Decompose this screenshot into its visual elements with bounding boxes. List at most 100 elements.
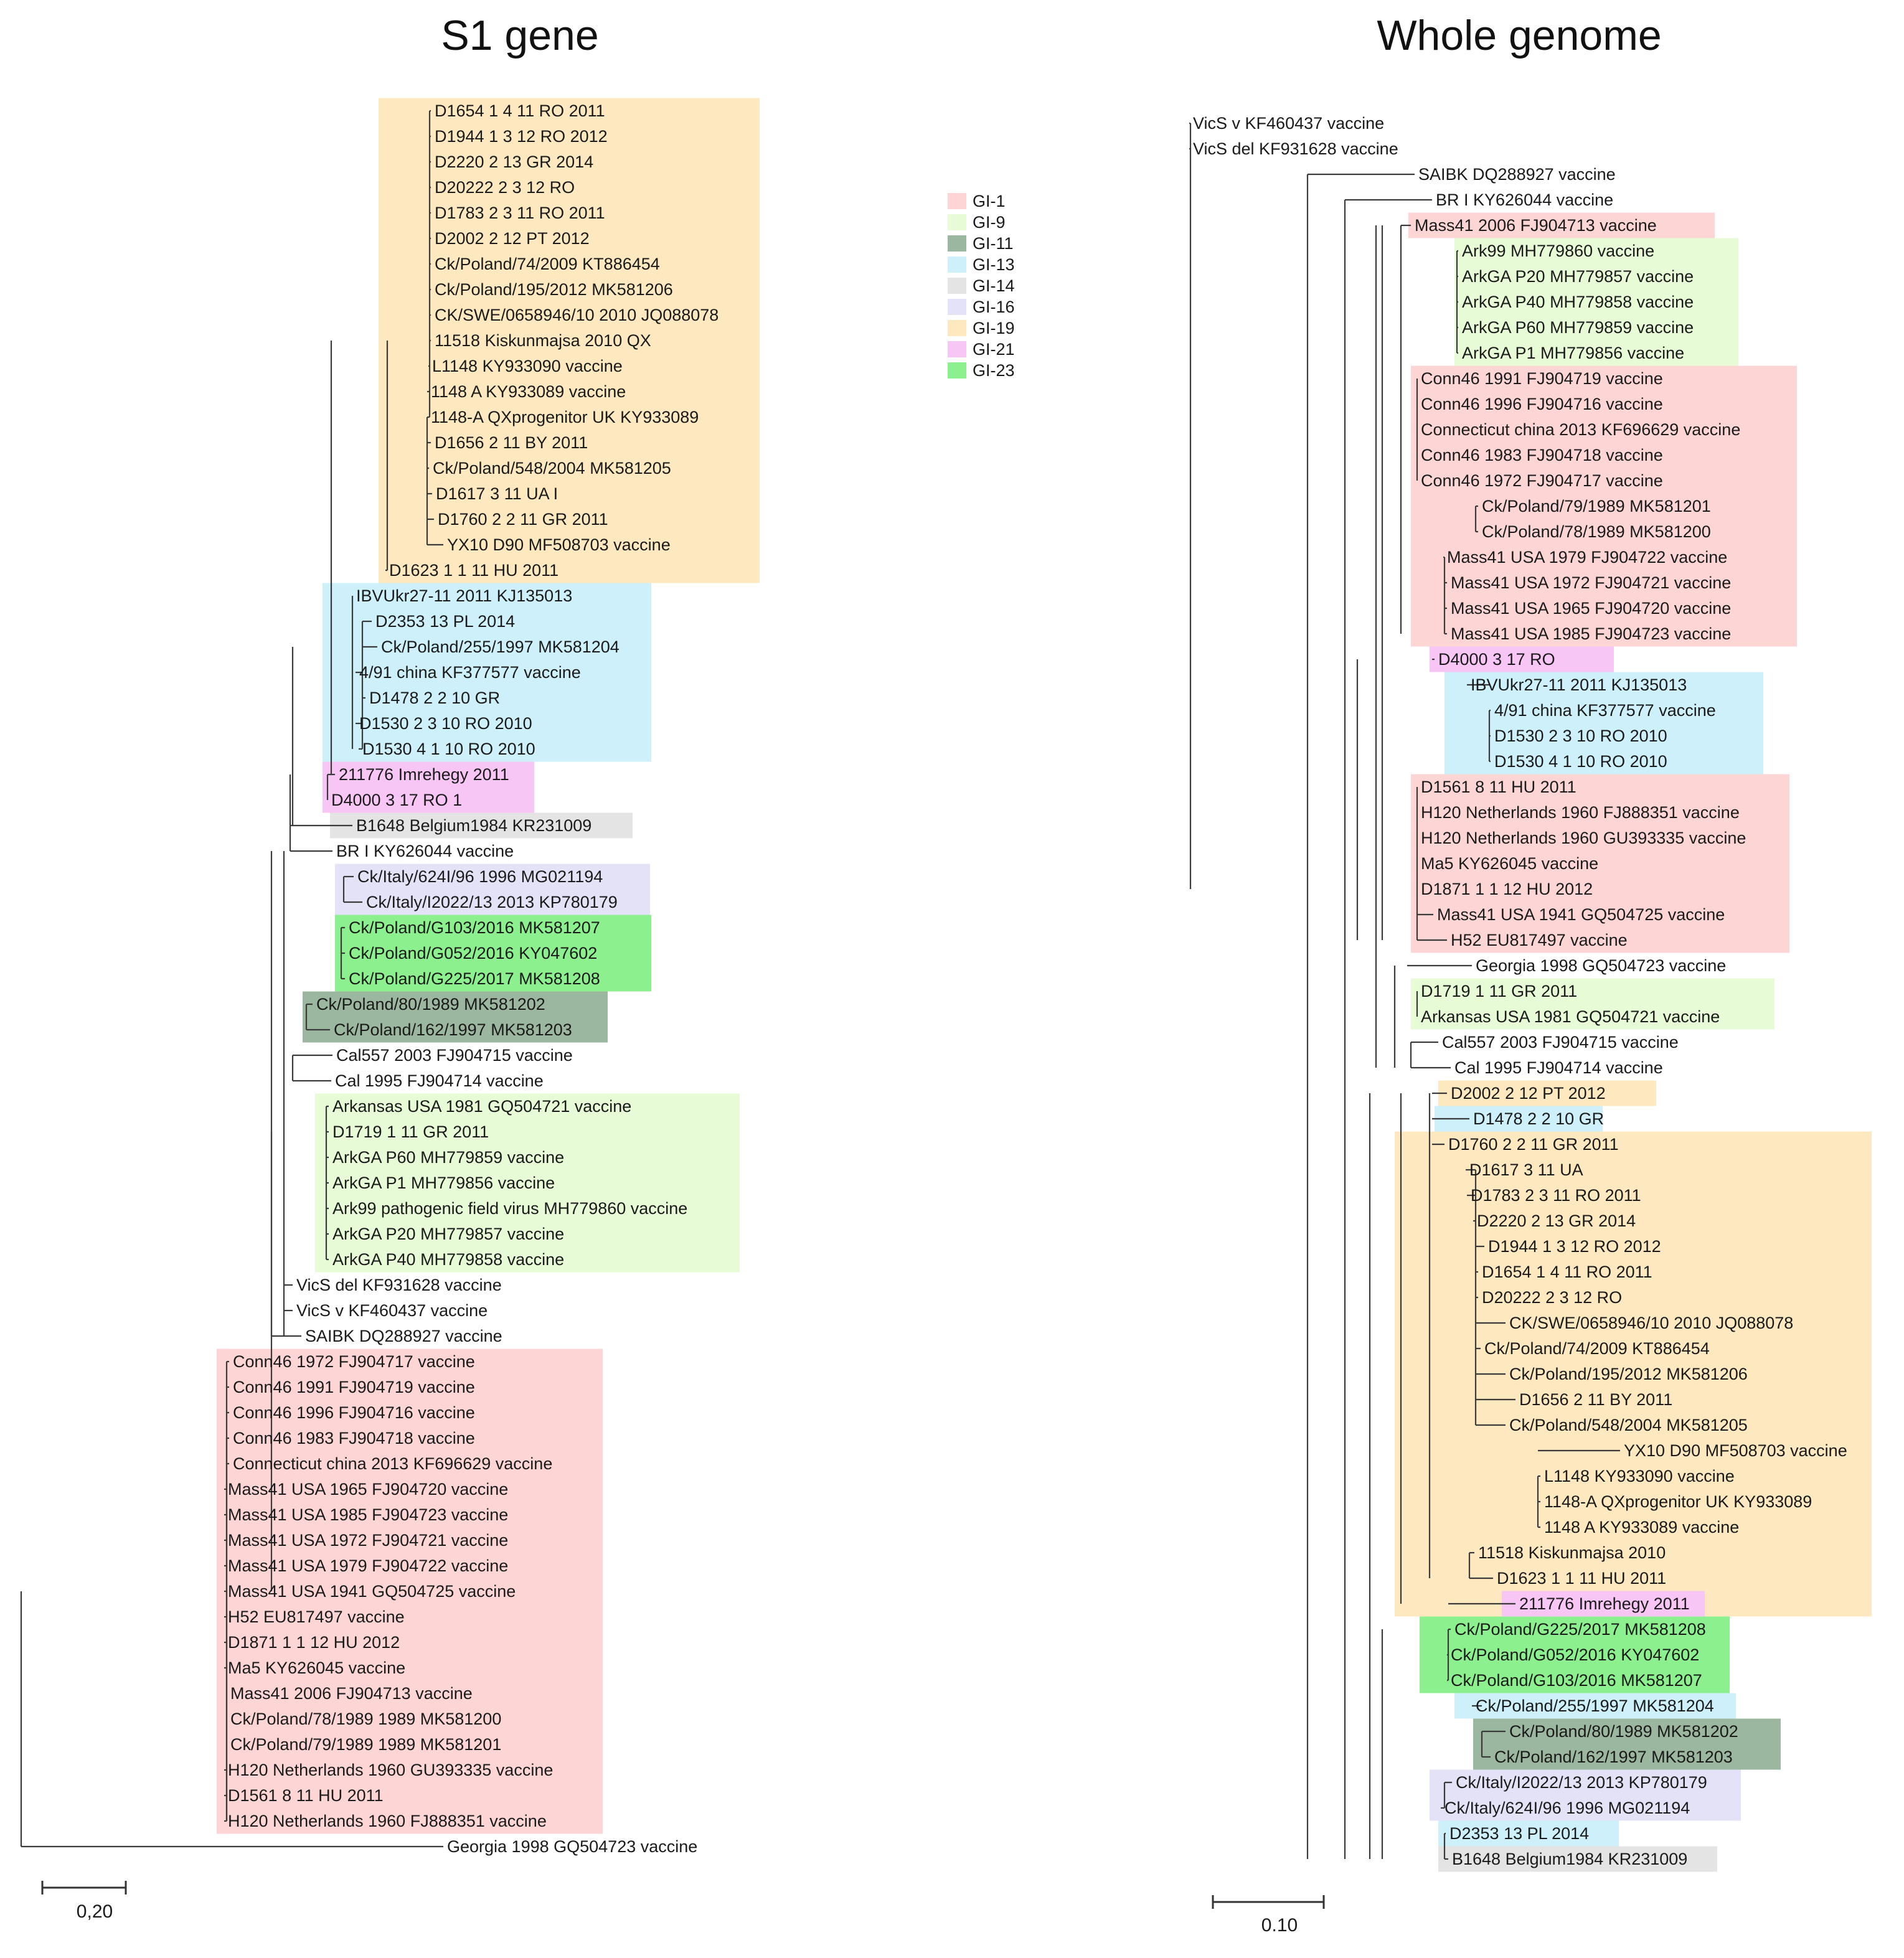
wg-leaf-label: D1656 2 11 BY 2011 [1519, 1390, 1672, 1409]
wg-leaf-label: D20222 2 3 12 RO [1482, 1288, 1622, 1307]
wg-leaf-label: Ck/Italy/I2022/13 2013 KP780179 [1456, 1773, 1707, 1792]
wg-leaf-label: D1478 2 2 10 GR [1473, 1109, 1604, 1128]
wg-leaf-label: VicS v KF460437 vaccine [1193, 114, 1384, 133]
s1-leaf-label: D1530 4 1 10 RO 2010 [362, 740, 535, 758]
wg-leaf-label: Mass41 USA 1972 FJ904721 vaccine [1451, 573, 1731, 592]
s1-clade-bg-gi-16 [335, 864, 650, 915]
s1-leaf-label: H120 Netherlands 1960 FJ888351 vaccine [228, 1812, 547, 1830]
s1-leaf-label: B1648 Belgium1984 KR231009 [356, 816, 591, 835]
wg-leaf-label: Ck/Poland/G103/2016 MK581207 [1451, 1671, 1702, 1690]
wg-leaf-label: Ark99 MH779860 vaccine [1462, 242, 1654, 260]
wg-leaf-label: D4000 3 17 RO [1438, 650, 1555, 669]
wg-leaf-label: D1719 1 11 GR 2011 [1421, 982, 1577, 1000]
wg-branches [1189, 122, 1620, 1860]
wg-leaf-label: Conn46 1983 FJ904718 vaccine [1421, 446, 1663, 464]
s1-leaf-label: Ck/Poland/195/2012 MK581206 [435, 280, 673, 299]
legend-swatch-gi-21 [948, 341, 966, 357]
s1-leaf-label: 4/91 china KF377577 vaccine [359, 663, 581, 682]
s1-leaf-label: D1944 1 3 12 RO 2012 [435, 127, 608, 146]
wg-clade-bg-gi-13 [1444, 672, 1763, 774]
wg-leaf-label: D1623 1 1 11 HU 2011 [1497, 1569, 1666, 1588]
s1-leaf-label: Georgia 1998 GQ504723 vaccine [447, 1837, 697, 1856]
s1-leaf-label: Ck/Poland/G103/2016 MK581207 [349, 918, 600, 937]
s1-leaf-label: Ck/Italy/I2022/13 2013 KP780179 [366, 893, 618, 911]
wg-leaf-label: D2002 2 12 PT 2012 [1451, 1084, 1606, 1103]
wg-leaf-label: BR I KY626044 vaccine [1436, 191, 1613, 209]
s1-leaf-label: Ck/Poland/G052/2016 KY047602 [349, 944, 597, 963]
wg-leaf-label: ArkGA P1 MH779856 vaccine [1462, 344, 1684, 362]
s1-clade-bg-gi-19 [379, 98, 760, 583]
s1-clade-bg-gi-9 [315, 1093, 740, 1273]
wg-leaf-label: D2353 13 PL 2014 [1449, 1824, 1589, 1843]
legend-label-gi-11: GI-11 [973, 234, 1014, 253]
s1-leaf-label: Mass41 2006 FJ904713 vaccine [230, 1684, 473, 1703]
s1-scale-bar: 0,20 [41, 1881, 127, 1922]
s1-leaf-label: Ck/Poland/79/1989 1989 MK581201 [230, 1735, 501, 1754]
wg-scale-label: 0.10 [1261, 1915, 1298, 1936]
wg-leaf-label: Ck/Poland/78/1989 MK581200 [1482, 522, 1711, 541]
s1-leaf-label: Connecticut china 2013 KF696629 vaccine [233, 1454, 552, 1473]
s1-leaf-label: H52 EU817497 vaccine [228, 1607, 405, 1626]
s1-leaf-label: D1654 1 4 11 RO 2011 [435, 101, 605, 120]
s1-leaf-label: CK/SWE/0658946/10 2010 JQ088078 [435, 306, 719, 324]
s1-leaf-label: D20222 2 3 12 RO [435, 178, 575, 197]
wg-clade-bg-gi-16 [1430, 1769, 1741, 1821]
s1-leaf-label: H120 Netherlands 1960 GU393335 vaccine [228, 1761, 553, 1779]
s1-leaf-label: ArkGA P40 MH779858 vaccine [332, 1250, 564, 1269]
legend-swatch-gi-23 [948, 362, 966, 379]
s1-leaf-label: Mass41 USA 1965 FJ904720 vaccine [228, 1480, 508, 1499]
wg-title: Whole genome [1377, 12, 1661, 59]
legend-label-gi-14: GI-14 [973, 276, 1015, 295]
s1-leaf-label: Conn46 1991 FJ904719 vaccine [233, 1378, 475, 1396]
s1-leaf-label: Mass41 USA 1979 FJ904722 vaccine [228, 1556, 508, 1575]
wg-clade-bg-gi-21 [1430, 646, 1614, 672]
s1-leaf-label: D1530 2 3 10 RO 2010 [359, 714, 532, 733]
s1-leaf-label: Ck/Poland/80/1989 MK581202 [316, 995, 545, 1014]
wg-leaf-label: H120 Netherlands 1960 FJ888351 vaccine [1421, 803, 1740, 822]
wg-clade-bg-gi-23 [1420, 1616, 1730, 1693]
wg-clade-bg-gi-14 [1438, 1846, 1717, 1872]
s1-leaf-label: IBVUkr27-11 2011 KJ135013 [356, 586, 572, 605]
s1-leaf-label: D2002 2 12 PT 2012 [435, 229, 590, 248]
s1-leaf-label: D1783 2 3 11 RO 2011 [435, 204, 605, 222]
s1-leaf-label: Ck/Poland/G225/2017 MK581208 [349, 969, 600, 988]
wg-clade-bg-gi-11 [1473, 1718, 1781, 1770]
wg-leaf-label: D1760 2 2 11 GR 2011 [1448, 1135, 1619, 1154]
legend-label-gi-19: GI-19 [973, 319, 1015, 337]
wg-clade-bg-gi-21 [1502, 1591, 1705, 1617]
s1-clade-bg-gi-21 [323, 761, 534, 813]
s1-leaf-label: VicS del KF931628 vaccine [296, 1276, 502, 1294]
s1-clade-bg-gi-23 [335, 915, 651, 992]
legend-label-gi-16: GI-16 [973, 298, 1015, 316]
wg-clade-bg-gi-1 [1408, 212, 1715, 238]
wg-leaf-label: D1561 8 11 HU 2011 [1421, 778, 1576, 796]
wg-leaf-label: YX10 D90 MF508703 vaccine [1624, 1441, 1847, 1460]
s1-leaf-label: BR I KY626044 vaccine [336, 842, 514, 860]
s1-leaf-label: Mass41 USA 1985 FJ904723 vaccine [228, 1505, 508, 1524]
s1-leaf-label: Conn46 1996 FJ904716 vaccine [233, 1403, 475, 1422]
wg-leaf-label: Cal557 2003 FJ904715 vaccine [1442, 1033, 1679, 1052]
s1-leaf-label: D1760 2 2 11 GR 2011 [438, 510, 608, 529]
wg-leaf-label: D1530 4 1 10 RO 2010 [1494, 752, 1667, 771]
s1-leaf-label: ArkGA P1 MH779856 vaccine [332, 1174, 555, 1192]
s1-branches [20, 110, 443, 1848]
wg-leaf-label: Connecticut china 2013 KF696629 vaccine [1421, 420, 1740, 439]
s1-leaf-label: Cal557 2003 FJ904715 vaccine [336, 1046, 573, 1065]
wg-clade-bg-gi-9 [1411, 978, 1774, 1030]
wg-clade-bg-gi-13 [1438, 1820, 1619, 1847]
wg-leaf-label: D2220 2 13 GR 2014 [1477, 1212, 1636, 1230]
s1-leaf-label: D1719 1 11 GR 2011 [332, 1123, 489, 1141]
s1-leaf-label: Arkansas USA 1981 GQ504721 vaccine [332, 1097, 631, 1116]
wg-leaf-label: Ck/Poland/74/2009 KT886454 [1484, 1339, 1710, 1358]
wg-leaf-label: Ck/Poland/548/2004 MK581205 [1509, 1416, 1748, 1434]
wg-leaf-label: Georgia 1998 GQ504723 vaccine [1476, 956, 1726, 975]
wg-leaf-label: 1148 A KY933089 vaccine [1544, 1518, 1739, 1537]
wg-leaf-label: B1648 Belgium1984 KR231009 [1452, 1850, 1687, 1868]
s1-leaf-label: Ck/Poland/78/1989 1989 MK581200 [230, 1710, 501, 1728]
wg-leaf-label: Mass41 2006 FJ904713 vaccine [1415, 216, 1657, 235]
wg-leaf-label: H52 EU817497 vaccine [1451, 931, 1628, 949]
wg-leaf-label: Ck/Poland/G052/2016 KY047602 [1451, 1645, 1699, 1664]
legend-swatch-gi-14 [948, 278, 966, 294]
